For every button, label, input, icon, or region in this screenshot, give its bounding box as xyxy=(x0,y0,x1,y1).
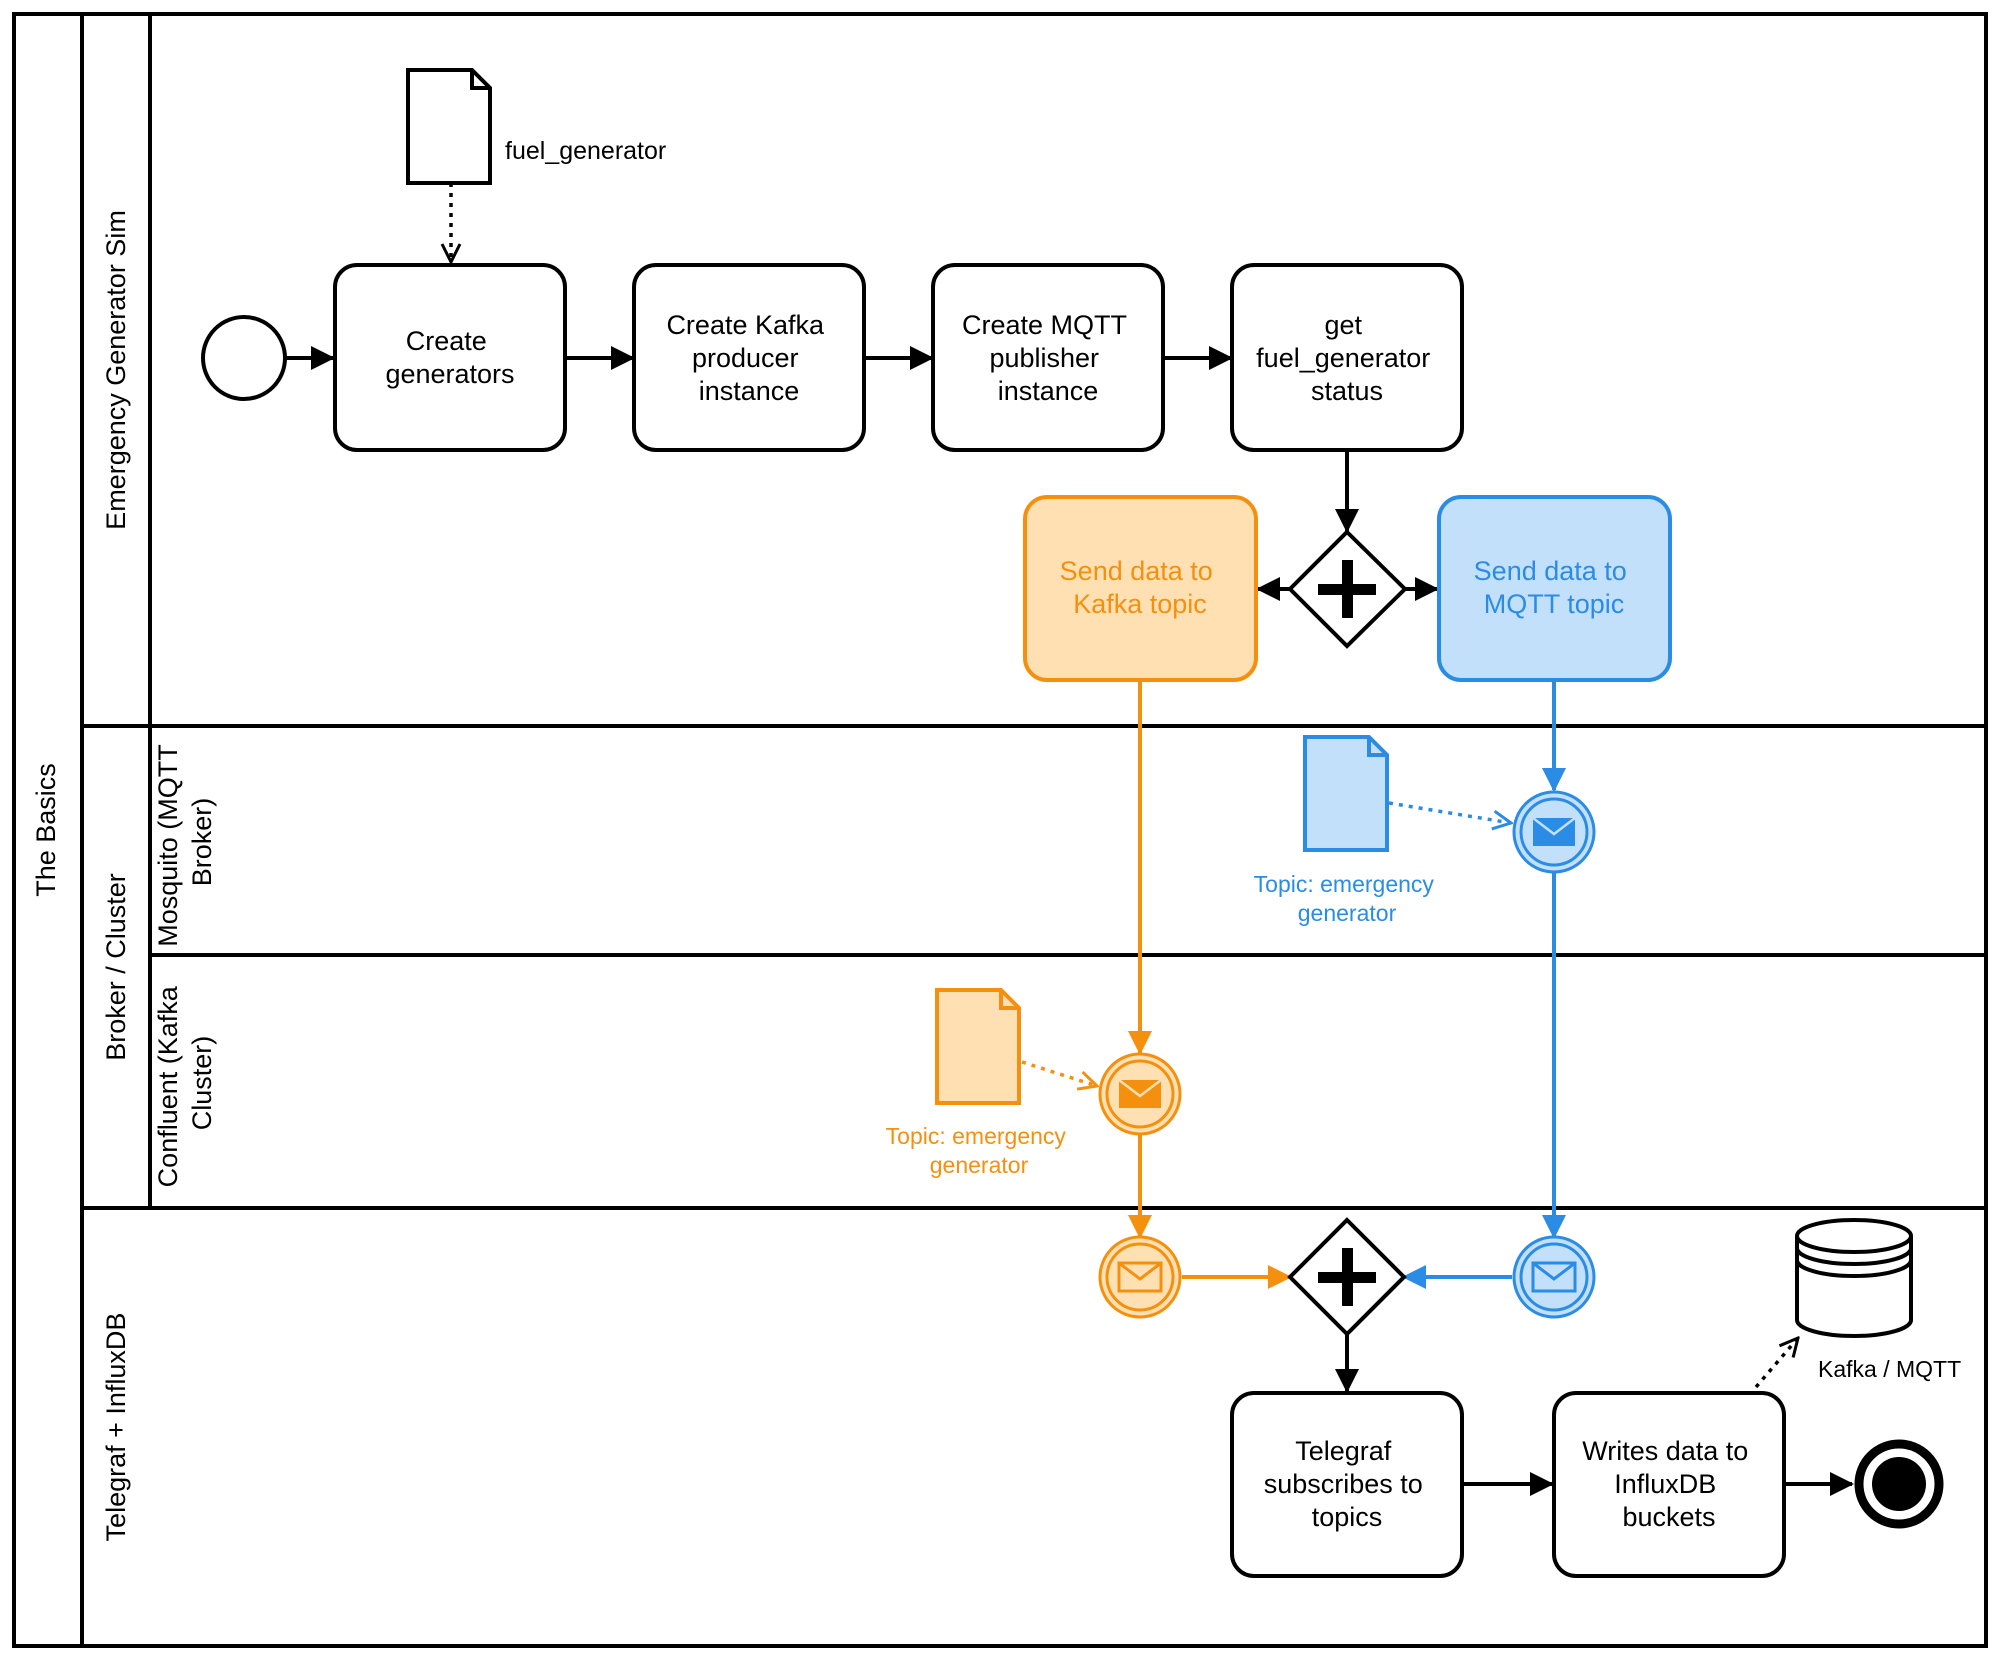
task-get-fuel-generator-status: get fuel_generator status xyxy=(1230,263,1464,452)
svg-text:Create Kafka producer: Create Kafka producer instance xyxy=(666,310,831,406)
svg-text:Send data to Kafka topic: Send data to Kafka topic xyxy=(1060,556,1221,619)
envelope-icon xyxy=(1532,817,1576,846)
svg-text:Telegraf subscribes to: Telegraf subscribes to topics xyxy=(1264,1436,1431,1532)
data-object-label-fuel-generator: fuel_generator xyxy=(505,137,666,165)
lane-label-telegraf: Telegraf + InfluxDB xyxy=(101,1313,131,1542)
pool-label: The Basics xyxy=(31,763,61,897)
datastore-label: Kafka / MQTT xyxy=(1818,1356,1961,1382)
mqtt-flows xyxy=(1388,681,1566,1289)
task-telegraf-subscribes: Telegraf subscribes to topics xyxy=(1230,1391,1464,1578)
catch-event-mqtt xyxy=(1512,1235,1596,1319)
association-datastore xyxy=(1754,1338,1798,1389)
data-object-label-kafka-topic: Topic: emergency generator xyxy=(886,1123,1073,1178)
task-send-data-mqtt: Send data to MQTT topic xyxy=(1437,495,1672,682)
task-send-data-kafka: Send data to Kafka topic xyxy=(1023,495,1258,682)
pool-frame xyxy=(12,12,1988,1648)
end-event xyxy=(1854,1439,1944,1529)
task-create-mqtt-publisher: Create MQTT publisher instance xyxy=(931,263,1165,452)
task-writes-data-influxdb: Writes data to InfluxDB buckets xyxy=(1552,1391,1786,1578)
start-event xyxy=(201,315,287,401)
lane-label-emergency: Emergency Generator Sim xyxy=(101,210,131,530)
data-object-fuel-generator xyxy=(406,68,492,185)
task-create-generators: Create generators xyxy=(333,263,567,452)
envelope-icon xyxy=(1117,1261,1163,1293)
parallel-gateway-split xyxy=(1287,529,1408,649)
envelope-icon xyxy=(1531,1261,1577,1293)
svg-text:get fuel_generator: get fuel_generator status xyxy=(1256,310,1438,406)
lane-label-confluent: Confluent (Kafka Cluster) xyxy=(153,979,217,1188)
data-object-label-mqtt-topic: Topic: emergency generator xyxy=(1254,871,1441,926)
svg-text:Create generators: Create generators xyxy=(385,326,514,389)
kafka-flows xyxy=(1021,681,1292,1289)
lane-label-broker: Broker / Cluster xyxy=(101,873,131,1061)
svg-text:Writes data to InfluxDB: Writes data to InfluxDB buckets xyxy=(1582,1436,1756,1532)
parallel-gateway-join xyxy=(1287,1217,1407,1337)
task-create-kafka-producer: Create Kafka producer instance xyxy=(632,263,866,452)
svg-text:Send data to MQTT topic: Send data to MQTT topic xyxy=(1474,556,1635,619)
message-event-mqtt-broker xyxy=(1512,790,1596,874)
message-event-kafka-cluster xyxy=(1098,1052,1182,1136)
lane-label-mosquitto: Mosquito (MQTT Broker) xyxy=(153,737,217,947)
data-object-kafka-topic xyxy=(935,988,1021,1105)
envelope-icon xyxy=(1118,1079,1162,1108)
datastore-icon xyxy=(1795,1218,1913,1338)
svg-text:Create MQTT publisher: Create MQTT publisher instance xyxy=(962,310,1134,406)
sequence-flows xyxy=(286,346,1854,1496)
catch-event-kafka xyxy=(1098,1235,1182,1319)
data-object-mqtt-topic xyxy=(1303,735,1389,852)
